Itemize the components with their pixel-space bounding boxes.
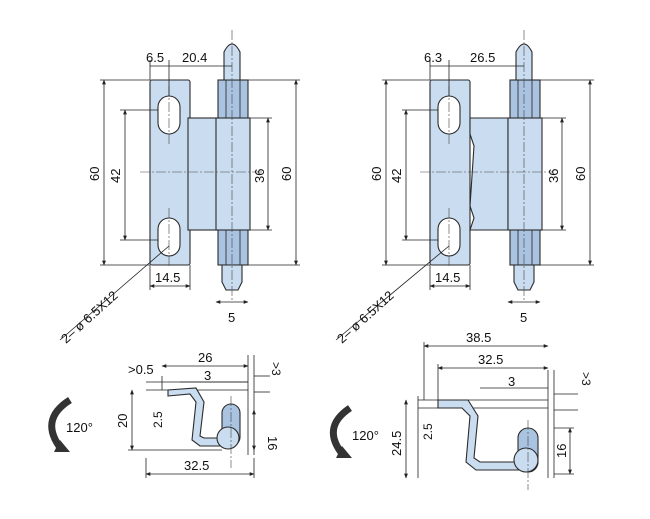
dim-right-offset: 3: [508, 374, 515, 389]
dim-left-pin-height: 16: [265, 436, 280, 450]
dim-right-pin-height: 16: [554, 444, 569, 458]
right-hole-spec: 2– ø 6.5X12: [334, 288, 397, 347]
dim-right-hole-spacing: 42: [389, 169, 404, 183]
dim-right-clearance: >3: [579, 372, 593, 386]
dim-left-clearance: >3: [269, 362, 283, 376]
dim-right-step: 2.5: [421, 423, 435, 440]
dim-left-overall-width: 32.5: [184, 458, 209, 473]
dim-left-bottom-width: 14.5: [155, 270, 180, 285]
dim-left-top-b: 20.4: [182, 50, 207, 65]
dim-left-gap: >0.5: [128, 362, 154, 377]
dim-left-pin: 5: [228, 310, 235, 325]
left-front-view: 6.5 20.4 60 42 36 60 14.5 5 2– ø 6.5X12: [58, 30, 300, 346]
left-body-plate: [187, 117, 219, 231]
dim-right-overall-top: 38.5: [466, 330, 491, 345]
dim-right-bottom-width: 14.5: [435, 270, 460, 285]
dim-left-height-right: 60: [279, 167, 294, 181]
left-rotation-angle: 120°: [66, 420, 93, 435]
right-body-plate: [469, 117, 509, 231]
dim-left-height: 60: [87, 167, 102, 181]
right-side-view: 38.5 32.5 3 >3 2.5 24.5 16 120°: [329, 330, 593, 490]
dim-right-depth: 32.5: [478, 352, 503, 367]
dim-left-step: 2.5: [151, 411, 165, 428]
right-hinge-arm: [437, 399, 527, 471]
dim-left-hole-spacing: 42: [108, 169, 123, 183]
dim-left-depth: 26: [198, 350, 212, 365]
dim-right-height: 60: [369, 167, 384, 181]
dim-right-height: 24.5: [389, 431, 404, 456]
dim-left-knuckle: 36: [252, 169, 267, 183]
dim-left-top-a: 6.5: [146, 50, 164, 65]
left-side-view: >0.5 26 3 >3 20 2.5 16 32.5 120°: [48, 350, 283, 478]
dim-right-knuckle: 36: [546, 169, 561, 183]
dim-left-offset: 3: [204, 368, 211, 383]
right-front-view: 6.3 26.5 60 42 36 60 14.5 5 2– ø 6.5X12: [334, 30, 594, 346]
left-hole-spec: 2– ø 6.5X12: [58, 288, 121, 347]
dim-right-top-b: 26.5: [470, 50, 495, 65]
dim-right-pin: 5: [520, 310, 527, 325]
right-rotation-angle: 120°: [352, 428, 379, 443]
dim-left-height: 20: [115, 414, 130, 428]
dim-right-height-right: 60: [573, 167, 588, 181]
dim-right-top-a: 6.3: [424, 50, 442, 65]
